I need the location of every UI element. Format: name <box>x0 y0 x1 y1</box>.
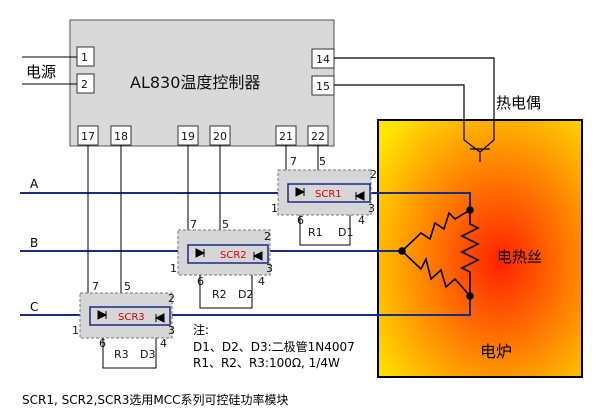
svg-text:1: 1 <box>170 262 177 275</box>
svg-text:21: 21 <box>279 130 293 143</box>
control-wires <box>87 145 319 294</box>
r1-label: R1 <box>308 226 323 239</box>
notes: 注: D1、D2、D3:二极管1N4007 R1、R2、R3:100Ω, 1/4… <box>193 322 355 370</box>
svg-text:5: 5 <box>319 155 326 168</box>
svg-text:3: 3 <box>266 262 273 275</box>
svg-text:3: 3 <box>368 202 375 215</box>
pin-17: 17 <box>77 125 99 146</box>
scr2-label: SCR2 <box>220 250 247 261</box>
caption: SCR1, SCR2,SCR3选用MCC系列可控硅功率模块 <box>22 392 288 407</box>
notes-line-1: D1、D2、D3:二极管1N4007 <box>193 339 355 354</box>
pin-21: 21 <box>275 125 297 146</box>
svg-text:5: 5 <box>124 280 131 293</box>
svg-text:4: 4 <box>258 275 265 288</box>
power-label: 电源 <box>26 63 56 81</box>
d2-label: D2 <box>238 288 253 301</box>
pin-14: 14 <box>311 48 335 69</box>
svg-text:2: 2 <box>370 168 377 181</box>
pin-18: 18 <box>110 125 132 146</box>
d3-label: D3 <box>140 348 155 361</box>
svg-text:2: 2 <box>264 230 271 243</box>
svg-text:20: 20 <box>213 130 227 143</box>
phase-lines <box>20 192 471 316</box>
svg-text:7: 7 <box>290 155 297 168</box>
scr3-module: SCR3 7 5 2 1 3 6 4 R3 D3 <box>72 280 175 369</box>
phase-b-label: B <box>30 236 38 250</box>
controller-name: AL830温度控制器 <box>130 73 260 92</box>
scr1-label: SCR1 <box>315 189 342 200</box>
svg-text:15: 15 <box>316 80 330 93</box>
svg-text:7: 7 <box>190 218 197 231</box>
svg-text:3: 3 <box>168 324 175 337</box>
pin-15: 15 <box>311 75 335 96</box>
svg-text:2: 2 <box>81 78 88 91</box>
scr1-module: SCR1 7 5 2 1 3 6 4 R1 D1 <box>271 155 377 246</box>
svg-text:14: 14 <box>316 53 330 66</box>
svg-text:5: 5 <box>222 218 229 231</box>
svg-text:2: 2 <box>168 292 175 305</box>
svg-text:1: 1 <box>81 51 88 64</box>
svg-text:1: 1 <box>271 202 278 215</box>
pin-1: 1 <box>76 46 95 67</box>
pin-22: 22 <box>307 125 329 146</box>
d1-label: D1 <box>338 226 353 239</box>
heater-wire-label: 电热丝 <box>497 248 542 266</box>
pin-20: 20 <box>209 125 231 146</box>
pin-19: 19 <box>177 125 199 146</box>
furnace-label: 电炉 <box>480 342 512 361</box>
svg-text:4: 4 <box>358 214 365 227</box>
svg-text:19: 19 <box>181 130 195 143</box>
pin-2: 2 <box>76 73 95 94</box>
svg-text:7: 7 <box>92 280 99 293</box>
svg-text:1: 1 <box>72 324 79 337</box>
svg-text:17: 17 <box>81 130 95 143</box>
notes-title: 注: <box>193 322 209 337</box>
r3-label: R3 <box>114 348 129 361</box>
r2-label: R2 <box>212 288 227 301</box>
svg-text:22: 22 <box>311 130 325 143</box>
heater-wire: 电热丝 <box>398 206 542 300</box>
phase-c-label: C <box>30 300 38 314</box>
svg-text:18: 18 <box>114 130 128 143</box>
furnace: 电炉 <box>377 119 583 378</box>
phase-a-label: A <box>30 177 39 191</box>
power-input: 电源 <box>22 56 77 85</box>
thermocouple: 热电偶 <box>334 57 541 162</box>
notes-line-2: R1、R2、R3:100Ω, 1/4W <box>193 356 340 370</box>
svg-text:4: 4 <box>160 337 167 350</box>
controller: AL830温度控制器 1 2 14 15 17 18 19 <box>69 19 335 147</box>
scr3-label: SCR3 <box>118 312 145 323</box>
scr2-module: SCR2 7 5 2 1 3 6 4 R2 D2 <box>170 218 273 309</box>
thermocouple-label: 热电偶 <box>496 94 541 112</box>
